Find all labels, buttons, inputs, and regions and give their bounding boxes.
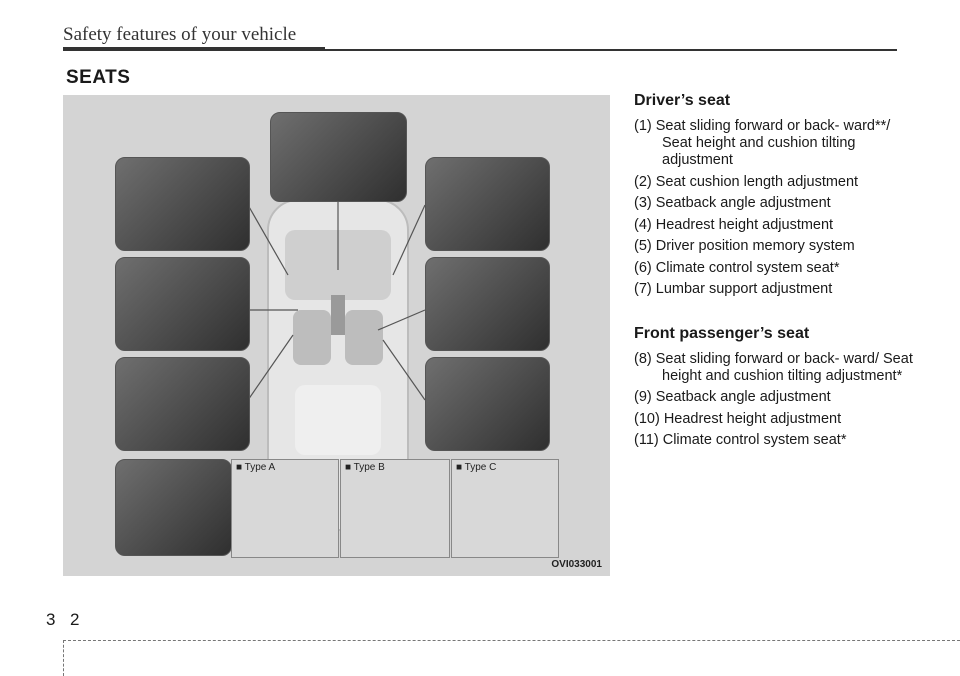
list-item: (3) Seatback angle adjustment — [634, 195, 831, 211]
rear-armrest-panel — [115, 459, 232, 556]
seat-controls-figure: ■ Type A ■ Type B ■ Type C OVI033001 — [63, 95, 610, 576]
list-item: (6) Climate control system seat* — [634, 259, 840, 276]
leader-line — [247, 204, 289, 276]
chapter-number: 3 — [46, 610, 56, 629]
type-a-label: ■ Type A — [236, 462, 276, 473]
list-item: (5) Driver position memory system — [634, 238, 855, 254]
passenger-seatback-switch-panel — [425, 257, 550, 351]
figure-code: OVI033001 — [551, 559, 602, 570]
footer-rule — [63, 640, 960, 641]
type-c-box: ■ Type C — [451, 459, 559, 558]
type-b-label: ■ Type B — [345, 462, 385, 473]
list-item: (2) Seat cushion length adjustment — [634, 173, 859, 190]
center-console — [331, 295, 345, 335]
page-number: 2 — [70, 610, 80, 629]
header-title: Safety features of your vehicle — [63, 24, 297, 45]
list-item: (9) Seatback angle adjustment — [634, 389, 831, 405]
type-a-box: ■ Type A — [231, 459, 339, 558]
leader-line — [247, 334, 294, 401]
list-item: (7) Lumbar support adjustment — [634, 281, 833, 297]
rear-seat — [295, 385, 381, 455]
header-rule-thick — [63, 47, 325, 51]
passenger-seat-list: (8) Seat sliding forward or back- ward/ … — [634, 351, 924, 450]
type-c-label: ■ Type C — [456, 462, 497, 473]
driver-seat-list: (1) Seat sliding forward or back- ward**… — [634, 118, 924, 298]
passenger-seat-title: Front passenger’s seat — [634, 324, 810, 342]
driver-seat — [293, 310, 331, 365]
driver-seat-title: Driver’s seat — [634, 92, 731, 109]
leader-line — [377, 309, 426, 331]
leader-line — [392, 204, 426, 276]
list-item: (4) Headrest height adjustment — [634, 216, 834, 233]
footer-divider — [63, 640, 64, 676]
climate-seat-switch-panel — [270, 112, 407, 202]
passenger-seat — [345, 310, 383, 365]
list-item: (1) Seat sliding forward or back- ward**… — [634, 118, 891, 168]
driver-seat-switch-panel-alt — [115, 357, 250, 451]
seat-descriptions: Driver’s seat (1) Seat sliding forward o… — [634, 92, 924, 454]
passenger-seat-switch-panel-alt — [425, 357, 550, 451]
leader-line — [382, 339, 426, 401]
lumbar-switch-panel — [115, 257, 250, 351]
driver-seat-switch-panel — [115, 157, 250, 251]
figure-illustration — [247, 199, 426, 531]
list-item: (8) Seat sliding forward or back- ward/ … — [634, 350, 913, 384]
section-title: SEATS — [66, 67, 131, 88]
header-rule-thin — [325, 49, 897, 51]
type-b-box: ■ Type B — [340, 459, 450, 558]
list-item: (11) Climate control system seat* — [634, 432, 847, 448]
passenger-seat-switch-panel — [425, 157, 550, 251]
list-item: (10) Headrest height adjustment — [634, 410, 842, 427]
